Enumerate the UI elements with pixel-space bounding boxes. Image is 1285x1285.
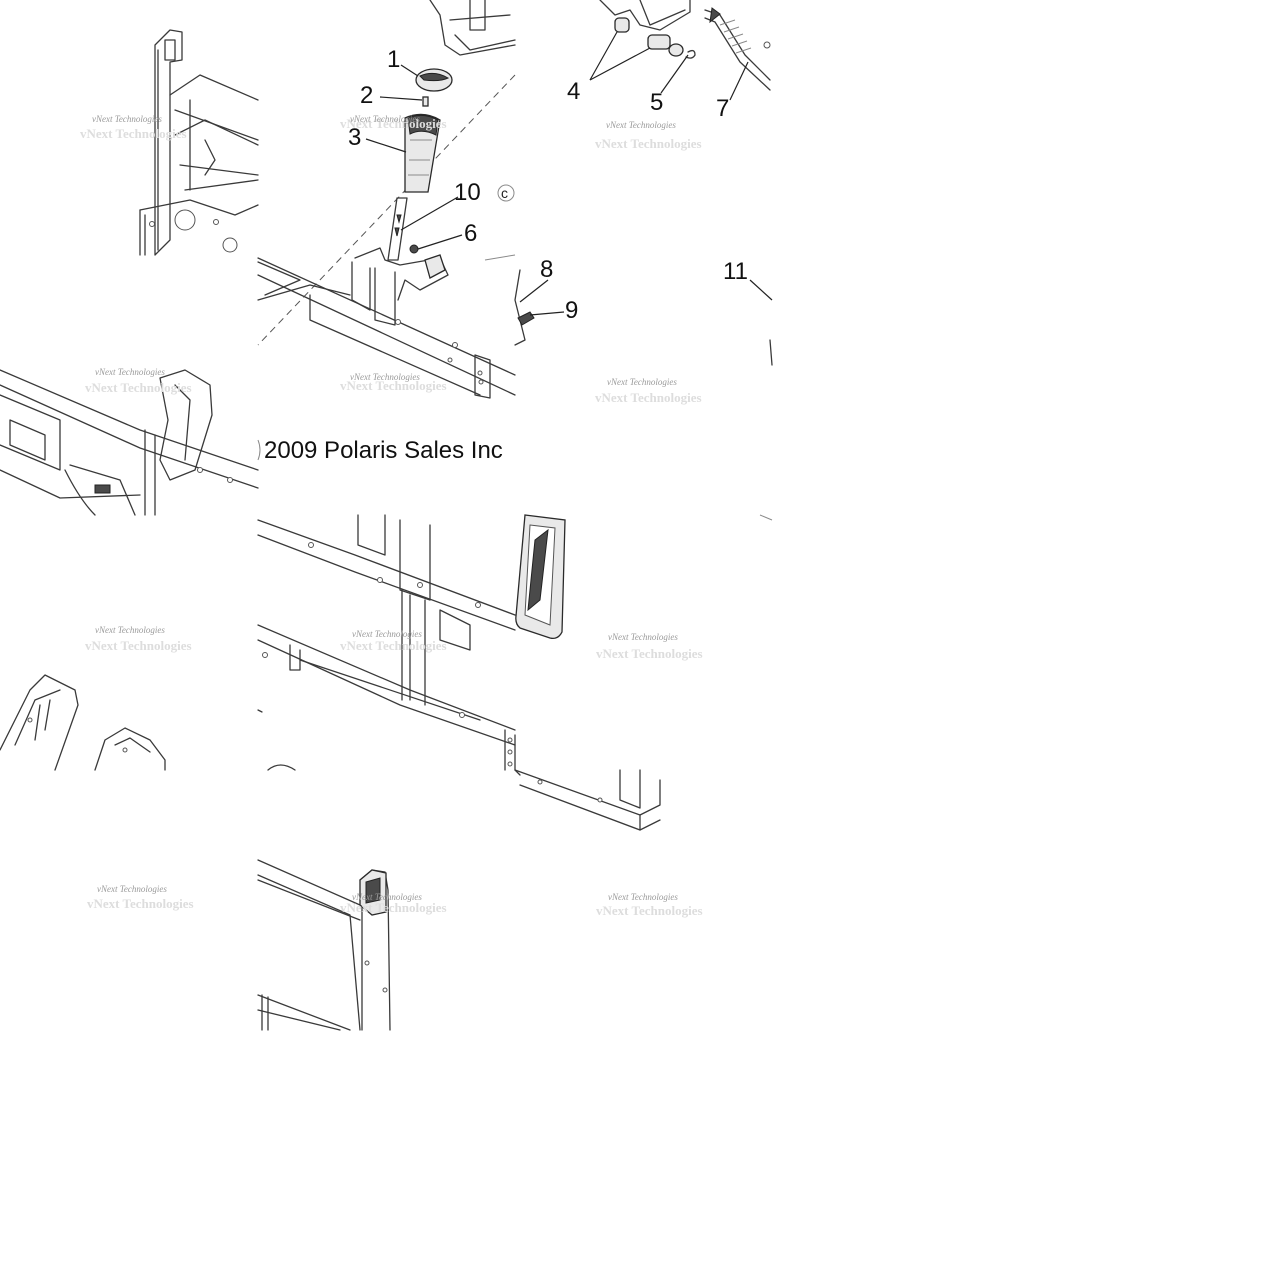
copyright-c-mark: c	[501, 185, 508, 201]
callout-10: 10	[454, 179, 481, 206]
tile-rail-end	[267, 729, 661, 831]
shift-pin	[422, 96, 429, 107]
svg-text:vNext Technologies: vNext Technologies	[606, 120, 676, 130]
svg-text:vNext Technologies: vNext Technologies	[95, 625, 165, 635]
svg-text:vNext Technologies: vNext Technologies	[608, 632, 678, 642]
tile-frame-mid-left: vNext Technologies vNext Technologies vN…	[0, 114, 259, 516]
svg-text:vNext Technologies: vNext Technologies	[97, 884, 167, 894]
callout-7: 7	[716, 95, 729, 122]
tile-cable-linkage: 4 5 7 8 9 11 vNext Technologies vNext Te…	[514, 0, 773, 405]
svg-text:vNext Technologies: vNext Technologies	[85, 380, 192, 395]
svg-text:vNext Technologies: vNext Technologies	[607, 377, 677, 387]
callout-11: 11	[723, 258, 748, 285]
svg-text:vNext Technologies: vNext Technologies	[608, 892, 678, 902]
bushing	[614, 17, 630, 33]
copyright-text: 2009 Polaris Sales Inc	[264, 437, 503, 464]
svg-text:vNext Technologies: vNext Technologies	[350, 114, 420, 124]
svg-text:vNext Technologies: vNext Technologies	[596, 646, 703, 661]
svg-text:vNext Technologies: vNext Technologies	[340, 378, 447, 393]
callout-8: 8	[540, 256, 553, 283]
callout-9: 9	[565, 297, 578, 324]
shift-handle	[404, 113, 441, 193]
svg-text:vNext Technologies: vNext Technologies	[595, 136, 702, 151]
svg-text:vNext Technologies: vNext Technologies	[340, 116, 447, 131]
nut	[409, 244, 419, 254]
svg-text:vNext Technologies: vNext Technologies	[352, 892, 422, 902]
callout-6: 6	[464, 220, 477, 247]
callout-3: 3	[348, 124, 361, 151]
svg-text:vNext Technologies: vNext Technologies	[352, 629, 422, 639]
svg-text:vNext Technologies: vNext Technologies	[87, 896, 194, 911]
svg-text:vNext Technologies: vNext Technologies	[95, 367, 165, 377]
svg-text:vNext Technologies: vNext Technologies	[340, 900, 447, 915]
tile-shift-lever: 1 2 3 10 6 c vNext Technologies vNext Te…	[257, 0, 516, 399]
callout-5: 5	[650, 89, 663, 116]
tile-frame-center: vNext Technologies vNext Technologies vN…	[85, 514, 773, 746]
callout-4: 4	[567, 78, 580, 105]
copyright-c-mark-circle	[497, 184, 515, 202]
svg-text:vNext Technologies: vNext Technologies	[596, 903, 703, 918]
svg-text:vNext Technologies: vNext Technologies	[85, 638, 192, 653]
svg-text:vNext Technologies: vNext Technologies	[92, 114, 162, 124]
tile-brackets-lower-left	[0, 674, 166, 771]
svg-text:vNext Technologies: vNext Technologies	[340, 638, 447, 653]
svg-text:vNext Technologies: vNext Technologies	[350, 372, 420, 382]
callout-1: 1	[387, 46, 400, 73]
tile-frame-column-top-left	[139, 29, 259, 256]
svg-text:vNext Technologies: vNext Technologies	[80, 126, 187, 141]
tile-post-bottom: vNext Technologies vNext Technologies vN…	[87, 859, 703, 1031]
svg-text:vNext Technologies: vNext Technologies	[595, 390, 702, 405]
callout-2: 2	[360, 82, 373, 109]
